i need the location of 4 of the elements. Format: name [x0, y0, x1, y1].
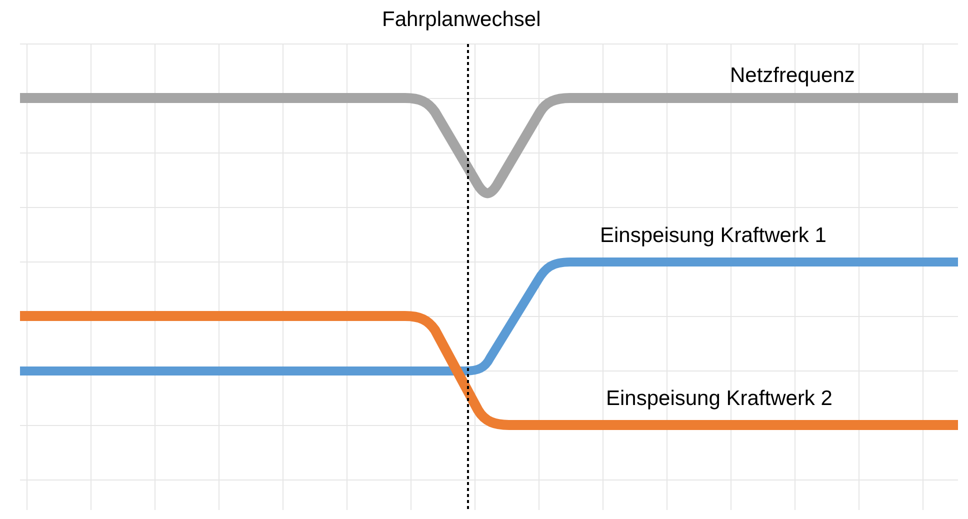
curve-label: Einspeisung Kraftwerk 1: [600, 224, 826, 248]
event-label: Fahrplanwechsel: [382, 8, 541, 32]
curve-label: Netzfrequenz: [730, 64, 855, 88]
curve-label: Einspeisung Kraftwerk 2: [606, 387, 832, 411]
